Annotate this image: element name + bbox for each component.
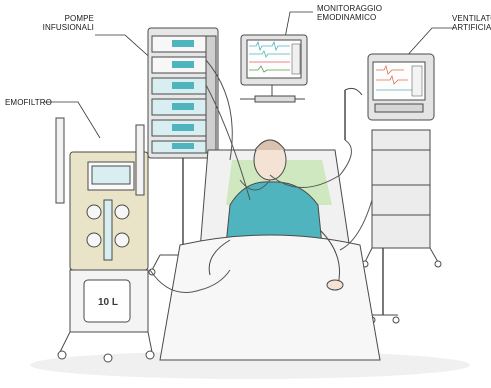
filter-bag-volume: 10 L <box>98 297 118 308</box>
leader-emofiltro <box>44 102 100 138</box>
label-pompe-infusionali: POMPE INFUSIONALI <box>32 14 94 32</box>
hemofilter <box>56 118 154 362</box>
label-monitoraggio-emodinamico: MONITORAGGIO EMODINAMICO <box>317 4 382 22</box>
label-line: MONITORAGGIO <box>317 4 382 13</box>
bed-and-patient <box>160 140 380 360</box>
label-line: POMPE <box>32 14 94 23</box>
label-line: INFUSIONALI <box>32 23 94 32</box>
label-line: VENTILATORE <box>452 14 491 23</box>
label-line: ARTIFICIALE <box>452 23 491 32</box>
label-emofiltro: EMOFILTRO <box>5 98 52 107</box>
leader-monitoraggio <box>285 12 313 38</box>
label-ventilatore-artificiale: VENTILATORE ARTIFICIALE <box>452 14 491 32</box>
label-line: EMOFILTRO <box>5 98 52 107</box>
label-line: EMODINAMICO <box>317 13 382 22</box>
hemodynamic-monitor <box>240 35 307 102</box>
leader-pompe <box>95 35 155 62</box>
